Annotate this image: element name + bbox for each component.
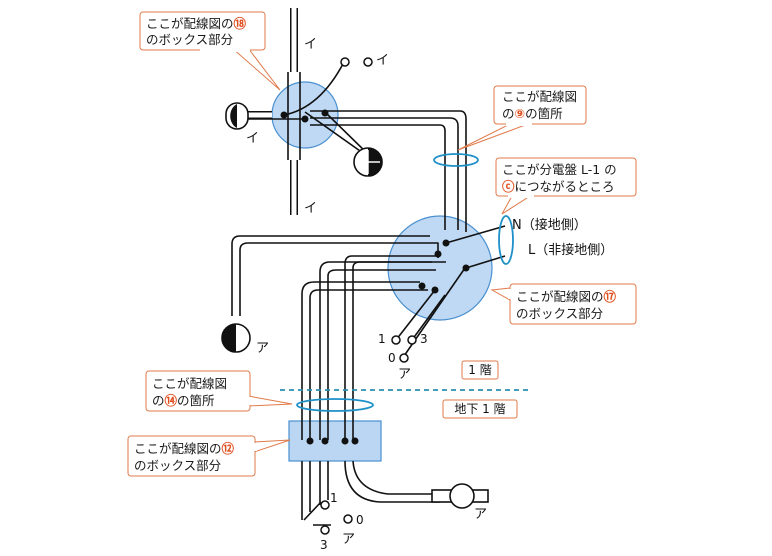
switch-a-terminal-3	[407, 335, 417, 345]
device-labels: イ イ イ イ N（接地側） L（非接地側） 1 3 0 ア ア 1 0 3 ア…	[246, 37, 613, 552]
floor-upper: 1 階	[468, 362, 491, 377]
svg-text:の⑨の箇所: の⑨の箇所	[502, 106, 563, 121]
svg-text:のボックス部分: のボックス部分	[134, 458, 221, 473]
svg-text:のボックス部分: のボックス部分	[146, 32, 233, 47]
callout-9: ここが配線図 の⑨の箇所	[457, 85, 587, 151]
switch-b-terminal-3	[320, 525, 330, 535]
bundle-rings	[296, 153, 514, 412]
switch-b-terminal-0	[343, 514, 353, 524]
dot-12-b	[321, 437, 329, 445]
label-term-3-bottom: 3	[320, 538, 328, 552]
dot-18-a	[280, 111, 288, 119]
svg-text:ここが分電盤 L-1 の: ここが分電盤 L-1 の	[502, 162, 617, 177]
junction-box-12	[288, 420, 382, 462]
dot-18-c	[321, 109, 329, 117]
ring-14	[296, 398, 374, 412]
label-i-bottom: イ	[304, 201, 317, 216]
svg-text:ここが配線図: ここが配線図	[502, 89, 577, 104]
switch-i-terminal-2	[363, 57, 373, 67]
svg-text:ⓒにつながるところ: ⓒにつながるところ	[502, 179, 615, 194]
callout-14: ここが配線図 の⑭の箇所	[145, 370, 293, 412]
switch-terminals	[320, 57, 417, 535]
svg-text:のボックス部分: のボックス部分	[516, 306, 603, 321]
switch-i-terminal-1	[340, 57, 350, 67]
callout-12: ここが配線図の⑫ のボックス部分	[127, 435, 291, 477]
switch-a-terminal-0	[399, 353, 409, 363]
callout-18: ここが配線図の⑱ のボックス部分	[139, 11, 281, 91]
dot-12-d	[351, 437, 359, 445]
dot-12-c	[341, 437, 349, 445]
connection-dots	[280, 109, 470, 445]
label-n-line: N（接地側）	[512, 217, 587, 233]
callout-L1: ここが分電盤 L-1 の ⓒにつながるところ	[495, 157, 637, 215]
lamp-left-i	[225, 102, 249, 130]
switch-a-terminal-1	[391, 335, 401, 345]
dot-17-c	[462, 264, 470, 272]
svg-text:ここが配線図: ここが配線図	[152, 376, 227, 391]
dot-12-a	[306, 437, 314, 445]
label-a-switch-top: ア	[398, 367, 411, 382]
svg-text:ここが配線図の⑰: ここが配線図の⑰	[516, 289, 617, 304]
callout-17: ここが配線図の⑰ のボックス部分	[490, 283, 637, 325]
svg-text:の⑭の箇所: の⑭の箇所	[152, 393, 215, 408]
dot-17-b	[434, 250, 442, 258]
dot-18-b	[301, 115, 309, 123]
svg-text:ここが配線図の⑱: ここが配線図の⑱	[146, 16, 247, 31]
label-a-switch-bottom: ア	[342, 532, 355, 547]
dot-17-a	[442, 239, 450, 247]
dot-17-e	[418, 282, 426, 290]
lamp-receptacle-top	[353, 147, 383, 177]
label-term-3-top: 3	[420, 332, 428, 346]
junction-box-17	[387, 215, 493, 321]
label-i-left: イ	[246, 131, 259, 146]
switch-b-terminal-1	[320, 500, 330, 510]
label-l-line: L（非接地側）	[528, 242, 613, 258]
lamp-a-right	[431, 483, 489, 509]
label-i-switch: イ	[376, 53, 389, 68]
label-term-1-bottom: 1	[330, 491, 338, 505]
label-i-top: イ	[304, 37, 317, 52]
ring-L1	[498, 215, 514, 265]
lamp-a-left	[221, 323, 251, 353]
ring-9	[433, 153, 479, 167]
floor-labels: 1 階 地下 1 階	[442, 360, 518, 419]
label-term-0-top: 0	[388, 351, 396, 365]
dot-17-d	[431, 286, 439, 294]
label-term-1-top: 1	[378, 332, 386, 346]
label-term-0-bottom: 0	[356, 513, 364, 527]
svg-text:ここが配線図の⑫: ここが配線図の⑫	[134, 441, 235, 456]
label-a-lamp-left: ア	[256, 341, 269, 356]
floor-lower: 地下 1 階	[454, 401, 505, 416]
label-a-lamp-right: ア	[474, 507, 487, 522]
